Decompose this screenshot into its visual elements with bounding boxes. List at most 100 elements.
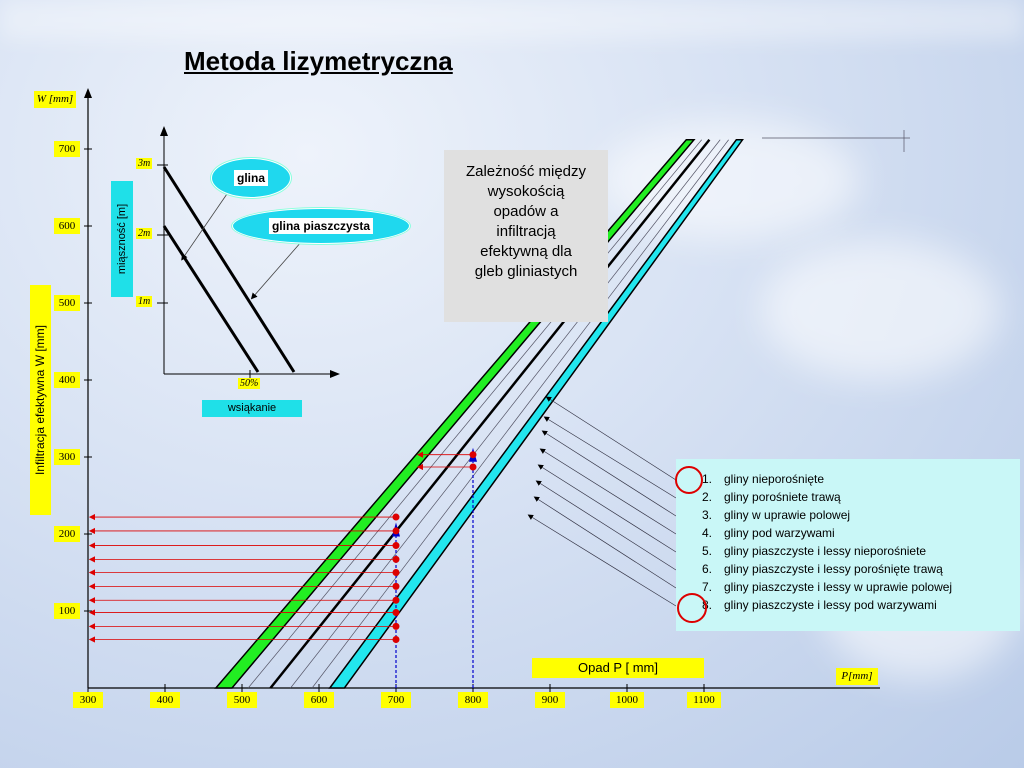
description-line: infiltracją: [496, 223, 556, 240]
marker-point-700: [392, 596, 400, 604]
legend-text: gliny piaszczyste i lessy porośnięte tra…: [724, 562, 943, 576]
inset-y-axis-arrow: [160, 126, 168, 136]
y-tick-label: 500: [54, 295, 80, 311]
legend-item: 4. gliny pod warzywami: [686, 526, 835, 540]
legend-text: gliny nieporośnięte: [724, 472, 825, 486]
x-tick-label: 900: [535, 692, 565, 708]
inset-y-tick-label: 2m: [136, 228, 153, 239]
legend-num: 5.: [701, 544, 712, 558]
legend-num: 7.: [701, 580, 712, 594]
x-tick-label: 1100: [687, 692, 721, 708]
y-axis-unit: W [mm]: [34, 91, 76, 108]
inset-y-tick-label: 3m: [136, 158, 153, 169]
inset-y-tick-label: 1m: [136, 296, 153, 307]
legend-item: 6. gliny piaszczyste i lessy porośnięte t…: [686, 562, 943, 576]
x-tick-label: 500: [227, 692, 257, 708]
legend-text: gliny pod warzywami: [724, 526, 835, 540]
inset-y-label-box: miąszność [m]: [111, 181, 133, 297]
band-cyan-series-7-8: [328, 139, 744, 689]
inset-line-glina-piaszczysta: [162, 225, 260, 373]
y-tick-label: 300: [54, 449, 80, 465]
y-tick-label: 400: [54, 372, 80, 388]
legend-num: 1.: [701, 472, 712, 486]
marker-point-700: [392, 513, 400, 521]
x-axis-unit: P[mm]: [836, 668, 878, 685]
description-box: Zależność między wysokością opadów a inf…: [444, 150, 608, 322]
series-line-4: [269, 138, 711, 689]
series-line-6: [311, 139, 729, 689]
description-line: opadów a: [493, 203, 559, 220]
y-tick-label: 600: [54, 218, 80, 234]
legend-text: gliny piaszczyste i lessy pod warzywami: [724, 598, 937, 612]
legend-num: 8.: [701, 598, 712, 612]
glina-callout: glina: [211, 158, 291, 198]
series-line-5: [290, 139, 721, 689]
legend-num: 3.: [701, 508, 712, 522]
legend-text: gliny porośniete trawą: [724, 490, 841, 504]
y-axis-label: Infiltracja efektywna W [mm]: [33, 324, 47, 476]
legend-box: 1. gliny nieporośnięte 2. gliny porośniete…: [676, 459, 1020, 631]
legend-pointer-4: [539, 448, 677, 535]
x-tick-label: 300: [73, 692, 103, 708]
legend-pointer-8: [527, 514, 677, 607]
legend-item: 3. gliny w uprawie polowej: [686, 508, 850, 522]
glina-label: glina: [233, 170, 269, 186]
legend-text: gliny w uprawie polowej: [724, 508, 851, 522]
legend-pointer-3: [541, 430, 677, 517]
legend-item: 8. gliny piaszczyste i lessy pod warzywam…: [686, 598, 937, 612]
y-tick-label: 200: [54, 526, 80, 542]
x-tick-label: 400: [150, 692, 180, 708]
background-cloud: [600, 120, 860, 240]
description-line: wysokością: [487, 183, 565, 200]
glina-piaszczysta-callout: glina piaszczysta: [232, 208, 410, 244]
legend-item: 1. gliny nieporośnięte: [686, 472, 824, 486]
marker-point-700: [392, 635, 400, 643]
y-axis-arrow: [84, 88, 92, 98]
background-top-band: [0, 0, 1024, 40]
marker-point-700: [392, 527, 400, 535]
legend-pointer-5: [537, 464, 677, 553]
y-tick-label: 100: [54, 603, 80, 619]
x-axis-label: Opad P [ mm]: [532, 658, 704, 678]
inset-line-glina: [162, 166, 296, 373]
marker-point-800: [469, 451, 477, 459]
marker-point-700: [392, 609, 400, 617]
inset-y-label: miąszność [m]: [116, 203, 128, 275]
legend-pointer-6: [535, 480, 677, 571]
pointer-glina: [181, 190, 230, 261]
y-tick-label: 700: [54, 141, 80, 157]
description-line: gleb gliniastych: [474, 263, 578, 280]
marker-point-700: [392, 569, 400, 576]
legend-item: 2. gliny porośniete trawą: [686, 490, 841, 504]
marker-point-800: [469, 463, 477, 471]
marker-point-700: [392, 542, 400, 550]
x-tick-label: 1000: [610, 692, 644, 708]
legend-num: 6.: [701, 562, 712, 576]
inset-x-axis-arrow: [330, 370, 340, 378]
legend-num: 4.: [701, 526, 712, 540]
legend-text: gliny piaszczyste i lessy nieporośniete: [724, 544, 927, 558]
marker-point-700: [392, 582, 400, 590]
legend-item: 7. gliny piaszczyste i lessy w uprawie po…: [686, 580, 952, 594]
page-title: Metoda lizymetryczna: [184, 46, 453, 76]
x-tick-label: 800: [458, 692, 488, 708]
marker-point-700: [392, 555, 400, 563]
inset-x-label: wsiąkanie: [202, 400, 302, 417]
x-tick-label: 700: [381, 692, 411, 708]
legend-text: gliny piaszczyste i lessy w uprawie polo…: [724, 580, 953, 594]
y-axis-label-box: [30, 285, 51, 515]
inset-x-tick-label: 50%: [238, 378, 261, 389]
pointer-glina-piaszczysta: [250, 240, 303, 300]
marker-point-700: [392, 622, 400, 630]
series-line-3: [247, 139, 702, 689]
legend-pointer-1: [545, 396, 677, 481]
background-cloud: [760, 240, 1000, 380]
description-line: efektywną dla: [480, 243, 572, 260]
legend-pointer-2: [543, 416, 677, 499]
legend-num: 2.: [701, 490, 712, 504]
legend-pointer-7: [533, 496, 677, 589]
inset-diagram: [157, 126, 340, 378]
legend-item: 5. gliny piaszczyste i lessy nieporośniet…: [686, 544, 926, 558]
x-tick-label: 600: [304, 692, 334, 708]
